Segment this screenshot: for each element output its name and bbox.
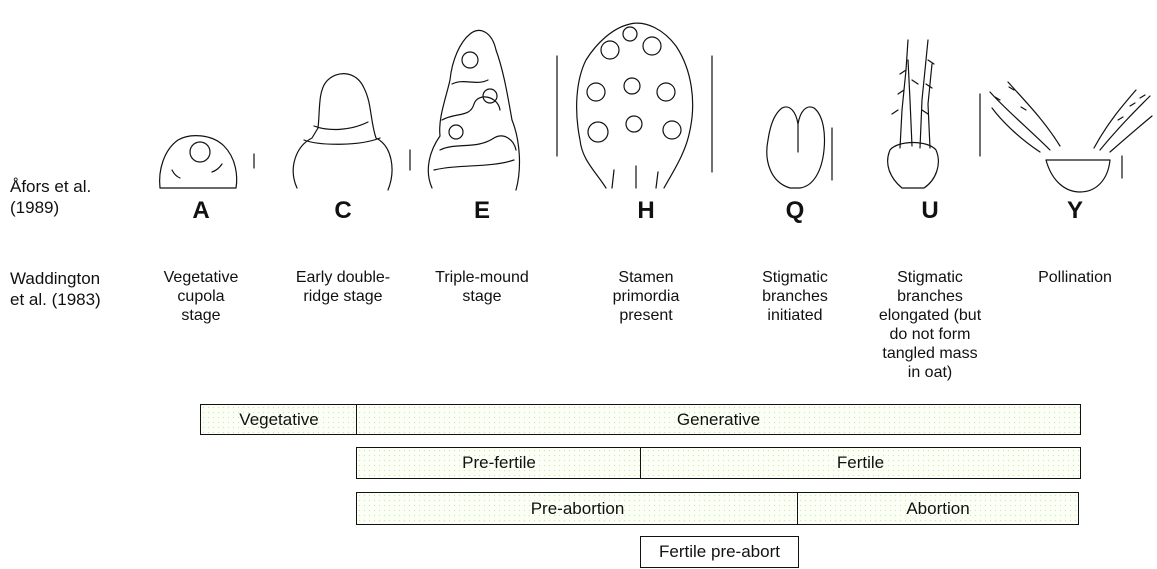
phase-fertile: Fertile xyxy=(640,447,1081,479)
illustration-stage-h xyxy=(557,23,712,188)
illustration-stage-e xyxy=(428,31,519,190)
stage-desc-e-line: Triple-mound xyxy=(407,268,557,287)
stage-desc-h-line: present xyxy=(571,306,721,325)
stage-desc-y: Pollination xyxy=(1000,268,1150,287)
stage-desc-a-line: Vegetative xyxy=(126,268,276,287)
stage-desc-a: Vegetative cupola stage xyxy=(126,268,276,325)
stage-desc-y-line: Pollination xyxy=(1000,268,1150,287)
stage-desc-u: Stigmatic branches elongated (but do not… xyxy=(855,268,1005,382)
stage-desc-e-line: stage xyxy=(407,287,557,306)
stage-desc-c-line: ridge stage xyxy=(268,287,418,306)
stage-desc-h-line: Stamen xyxy=(571,268,721,287)
stage-code-u: U xyxy=(900,197,960,225)
stage-desc-u-line: tangled mass xyxy=(855,344,1005,363)
stage-code-q: Q xyxy=(765,197,825,225)
stage-desc-q-line: initiated xyxy=(720,306,870,325)
phase-pre-abortion: Pre-abortion xyxy=(356,492,799,525)
phase-abortion: Abortion xyxy=(797,492,1079,525)
illustration-stage-y xyxy=(990,82,1152,192)
stage-desc-u-line: Stigmatic xyxy=(855,268,1005,287)
stage-desc-q-line: Stigmatic xyxy=(720,268,870,287)
stage-code-y: Y xyxy=(1045,197,1105,225)
stage-desc-a-line: stage xyxy=(126,306,276,325)
phase-vegetative: Vegetative xyxy=(200,404,358,435)
stage-desc-u-line: in oat) xyxy=(855,363,1005,382)
stage-desc-u-line: do not form xyxy=(855,325,1005,344)
stage-desc-h-line: primordia xyxy=(571,287,721,306)
stage-code-e: E xyxy=(452,197,512,225)
illustration-stage-a xyxy=(160,136,254,188)
stage-desc-q: Stigmatic branches initiated xyxy=(720,268,870,325)
stage-desc-c-line: Early double- xyxy=(268,268,418,287)
stage-desc-c: Early double- ridge stage xyxy=(268,268,418,306)
stage-desc-e: Triple-mound stage xyxy=(407,268,557,306)
stage-desc-u-line: branches xyxy=(855,287,1005,306)
illustration-stage-c xyxy=(293,74,410,190)
stage-code-a: A xyxy=(171,197,231,225)
stage-desc-h: Stamen primordia present xyxy=(571,268,721,325)
stage-code-h: H xyxy=(616,197,676,225)
illustration-stage-u xyxy=(888,40,980,188)
stage-code-c: C xyxy=(313,197,373,225)
phase-fertile-pre-abort: Fertile pre-abort xyxy=(640,536,799,568)
stage-desc-a-line: cupola xyxy=(126,287,276,306)
stage-desc-u-line: elongated (but xyxy=(855,306,1005,325)
illustration-stage-q xyxy=(767,107,832,188)
phase-pre-fertile: Pre-fertile xyxy=(356,447,642,479)
phase-generative: Generative xyxy=(356,404,1081,435)
stage-desc-q-line: branches xyxy=(720,287,870,306)
